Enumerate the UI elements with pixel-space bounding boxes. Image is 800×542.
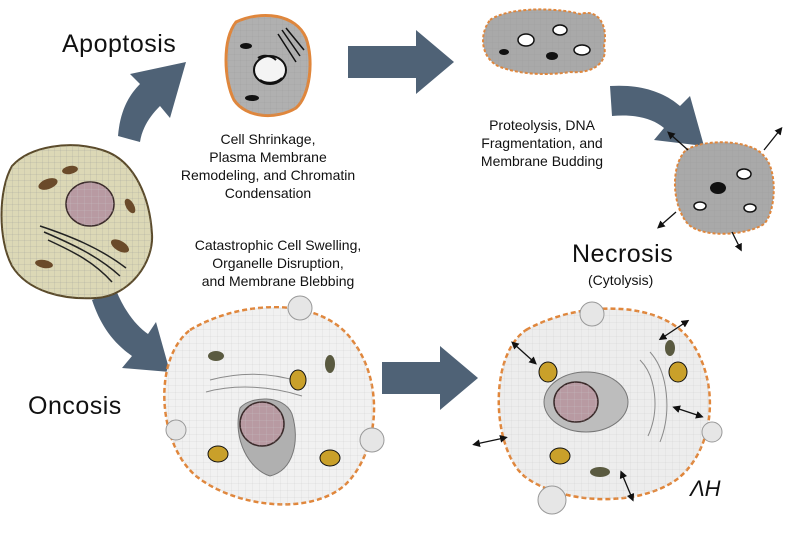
caption-line: Remodeling, and Chromatin [180, 167, 356, 183]
necrosis-label: Necrosis [572, 240, 674, 268]
fragmented-body [657, 126, 783, 252]
caption-apoptosis-stage2: Proteolysis, DNA Fragmentation, and Memb… [452, 116, 632, 170]
caption-line: Proteolysis, DNA [489, 117, 595, 133]
apoptotic-cell [224, 14, 312, 118]
apoptotic-fragments [482, 8, 606, 75]
oncosis-label: Oncosis [28, 392, 122, 420]
caption-line: and Membrane Blebbing [201, 273, 355, 289]
arrow-apoptosis-to-fragments [348, 30, 454, 94]
caption-line: Plasma Membrane [209, 149, 327, 165]
artist-signature: ΛH [690, 476, 721, 501]
necrotic-cell [472, 301, 723, 515]
apoptosis-label: Apoptosis [62, 30, 177, 58]
arrow-to-oncosis [92, 290, 170, 372]
caption-line: Membrane Budding [480, 153, 604, 169]
oncotic-cell [163, 295, 385, 506]
arrow-to-apoptosis [118, 62, 186, 142]
arrow-fragments-to-necrosis [610, 85, 704, 146]
cytolysis-label: (Cytolysis) [588, 272, 654, 288]
caption-line: Condensation [224, 185, 312, 201]
caption-line: Catastrophic Cell Swelling, [194, 237, 362, 253]
caption-line: Organelle Disruption, [212, 255, 344, 271]
caption-line: Fragmentation, and [481, 135, 603, 151]
caption-apoptosis-stage1: Cell Shrinkage, Plasma Membrane Remodeli… [168, 130, 368, 202]
normal-cell [0, 144, 154, 300]
caption-oncosis-stage1: Catastrophic Cell Swelling, Organelle Di… [168, 236, 388, 290]
arrow-oncosis-to-necrosis [382, 346, 478, 410]
caption-line: Cell Shrinkage, [220, 131, 316, 147]
